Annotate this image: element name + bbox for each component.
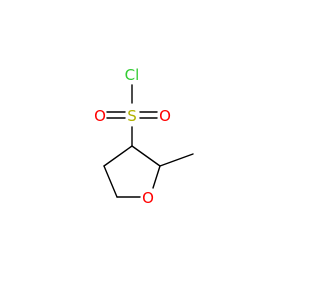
- chlorine-label: Cl: [125, 66, 140, 84]
- bond-c4-c3: [103, 145, 133, 167]
- atom-labels: Cl S O O O: [94, 66, 171, 207]
- oxygen-sulfonyl-left-label: O: [94, 107, 106, 125]
- bonds: [103, 84, 194, 198]
- oxygen-sulfonyl-right-label: O: [159, 107, 171, 125]
- bond-c3-c2: [131, 145, 161, 167]
- bond-c5-c4: [103, 165, 118, 198]
- structure-svg: Cl S O O O: [94, 66, 194, 207]
- oxygen-ring-label: O: [142, 189, 154, 207]
- molecule-drawing: Cl S O O O: [94, 66, 194, 207]
- sulfur-label: S: [127, 107, 137, 125]
- bond-c2-methyl: [159, 153, 194, 167]
- bond-c2-o: [152, 165, 161, 189]
